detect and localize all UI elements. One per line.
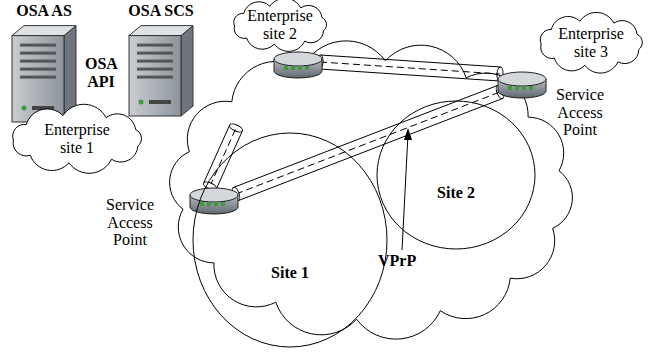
arrow-head xyxy=(404,128,412,140)
network-cloud xyxy=(170,41,573,339)
tunnel-label: VPrP xyxy=(378,252,416,270)
node-label: Enterprise site 1 xyxy=(37,121,117,156)
tunnel xyxy=(231,84,506,201)
access-point-label: Service Access Point xyxy=(106,196,154,249)
node-label: Site 2 xyxy=(437,184,475,202)
router-icon xyxy=(274,52,322,78)
edge-label: OSA API xyxy=(83,55,119,90)
node-label: OSA SCS xyxy=(128,2,193,20)
server-outline xyxy=(118,2,204,120)
ellipse-outline xyxy=(376,100,536,250)
router-icon xyxy=(498,72,546,98)
ellipse-outline xyxy=(192,132,388,348)
node-label: OSA AS xyxy=(16,2,72,20)
node-label: Site 1 xyxy=(271,264,309,282)
site-cloud: Enterprise site 3 xyxy=(532,14,650,72)
network-site: Site 2 xyxy=(376,100,536,250)
access-point-label: Service Access Point xyxy=(556,86,604,139)
site-cloud: Enterprise site 1 xyxy=(2,108,152,170)
node-label: Enterprise site 3 xyxy=(551,25,631,60)
node-label: Enterprise site 2 xyxy=(243,7,317,42)
site-cloud: Enterprise site 2 xyxy=(226,0,334,50)
server-node: OSA SCS xyxy=(118,2,204,120)
network-site: Site 1 xyxy=(192,132,388,348)
tunnel xyxy=(317,55,504,81)
